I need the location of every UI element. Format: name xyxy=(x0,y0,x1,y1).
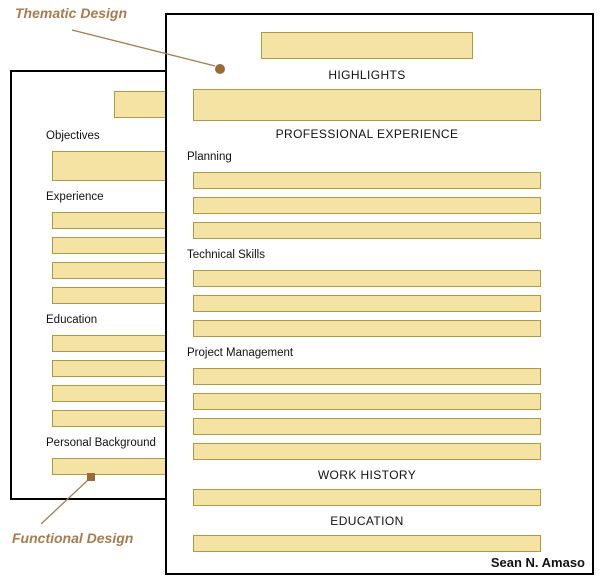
text-line-bar xyxy=(193,222,541,239)
section-label: Education xyxy=(46,314,98,326)
text-line-bar xyxy=(193,489,541,506)
section-heading: HIGHLIGHTS xyxy=(328,68,406,82)
text-line-bar xyxy=(193,295,541,312)
section-label: Objectives xyxy=(46,130,100,142)
section-label: Planning xyxy=(187,151,232,163)
text-line-bar xyxy=(193,443,541,460)
resume-author-name: Sean N. Amaso xyxy=(490,555,585,570)
text-line-bar xyxy=(193,535,541,552)
section-label: Technical Skills xyxy=(187,249,265,261)
name-banner-bar xyxy=(261,32,473,59)
text-line-bar xyxy=(193,418,541,435)
text-line-bar xyxy=(193,320,541,337)
thematic-design-page: HIGHLIGHTS PROFESSIONAL EXPERIENCE Plannin… xyxy=(165,13,594,575)
text-line-bar xyxy=(193,393,541,410)
section-heading: PROFESSIONAL EXPERIENCE xyxy=(275,127,459,141)
section-heading: EDUCATION xyxy=(330,514,404,528)
section-label: Project Management xyxy=(187,347,294,359)
text-line-bar xyxy=(193,368,541,385)
section-heading: WORK HISTORY xyxy=(317,468,417,482)
thematic-page-content: HIGHLIGHTS PROFESSIONAL EXPERIENCE Plannin… xyxy=(187,32,541,560)
text-line-bar xyxy=(193,172,541,189)
thematic-design-label: Thematic Design xyxy=(15,5,128,21)
section-label: Personal Background xyxy=(46,437,156,449)
text-line-bar xyxy=(193,270,541,287)
text-line-bar xyxy=(193,197,541,214)
functional-design-label: Functional Design xyxy=(12,530,134,546)
summary-bar xyxy=(193,89,541,121)
section-label: Experience xyxy=(46,191,104,203)
